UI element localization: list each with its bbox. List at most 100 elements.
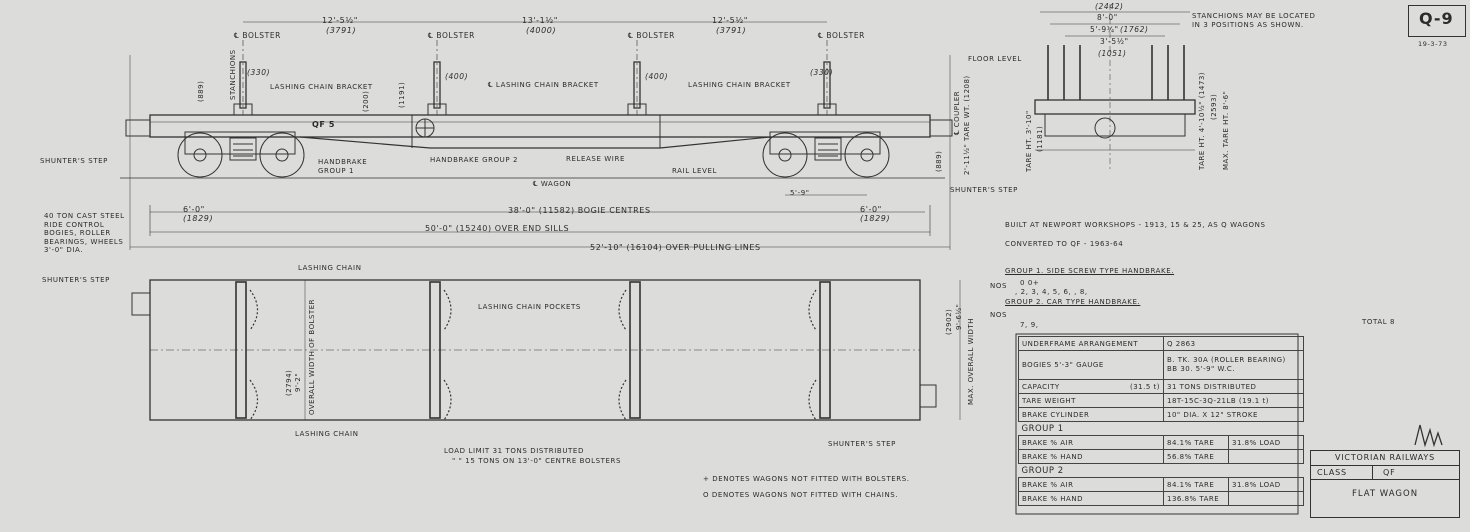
note-built: BUILT AT NEWPORT WORKSHOPS - 1913, 15 & … <box>1005 221 1266 229</box>
max-overall-width: MAX. OVERALL WIDTH <box>967 318 975 405</box>
capacity-label: CAPACITY(31.5 t) <box>1018 379 1164 394</box>
side-bolsters <box>233 40 837 116</box>
coupler-left <box>125 119 151 137</box>
brake-cylinder-label: BRAKE CYLINDER <box>1018 407 1164 422</box>
underframe-side <box>149 114 931 138</box>
note-nos-label-2: Nos <box>990 311 1007 319</box>
g2-air-label: BRAKE % AIR <box>1018 477 1164 492</box>
bolster-label-1: ℄ BOLSTER <box>234 31 281 40</box>
release-wire: RELEASE WIRE <box>566 155 625 163</box>
g2-air-tare: 84.1% TARE <box>1163 477 1229 492</box>
bogies-label: BOGIES 5'-3" GAUGE <box>1018 350 1164 380</box>
max-tare-ht: MAX. TARE HT. 8'-6" <box>1222 90 1230 170</box>
drawing-date: 19-3-73 <box>1418 40 1448 48</box>
note-group1-nos-a: 0 0+ <box>1020 279 1040 287</box>
end-tare-ht: TARE HT. 3'-10" <box>1025 110 1033 172</box>
capacity-metric: (31.5 t) <box>1129 382 1160 391</box>
lashing-chain-bracket-centre: ℄ LASHING CHAIN BRACKET <box>488 81 599 89</box>
bogies-value-1: B. TK. 30A (ROLLER BEARING) <box>1167 356 1286 364</box>
underframe-label: UNDERFRAME ARRANGEMENT <box>1018 336 1164 351</box>
max-width: 9'-6½" <box>955 303 963 330</box>
plan-step-right <box>919 384 937 408</box>
group1-heading: GROUP 1 <box>1018 421 1304 436</box>
tare-value: 18T-15C-3Q-21LB (19.1 t) <box>1163 393 1304 408</box>
note-nos-label-1: Nos <box>990 282 1007 290</box>
end-dim-8-0: 8'-0" <box>1097 13 1118 22</box>
g2-hand-tare: 136.8% TARE <box>1163 491 1229 506</box>
title-block: VICTORIAN RAILWAYS CLASS QF FLAT WAGON <box>1310 450 1460 518</box>
note-total: TOTAL 8 <box>1362 318 1396 326</box>
tare-metric: (19.1 t) <box>1238 396 1269 405</box>
legend-bolsters: + DENOTES WAGONS NOT FITTED WITH BOLSTER… <box>703 475 910 483</box>
dim-6-0-right: 6'-0" <box>860 205 882 214</box>
dimension-lines <box>130 21 950 248</box>
plan-chains <box>249 289 817 421</box>
bolster-label-3: ℄ BOLSTER <box>628 31 675 40</box>
end-dim-1762: (1762) <box>1120 25 1149 34</box>
shunters-step-plan-left: SHUNTER'S STEP <box>42 276 110 284</box>
lashing-chain-pockets: LASHING CHAIN POCKETS <box>478 303 581 311</box>
note-group2-nos: 7, 9, <box>1020 321 1039 329</box>
drawing-number-box <box>1408 5 1466 37</box>
overall-width-bolster: OVERALL WIDTH OF BOLSTER <box>308 299 316 415</box>
note-group1: GROUP 1. SIDE SCREW TYPE HANDBRAKE. <box>1005 267 1175 275</box>
max-width-met: (2902) <box>945 308 953 335</box>
side-bogies <box>177 131 890 178</box>
title-railway: VICTORIAN RAILWAYS <box>1311 451 1459 466</box>
bogies-value-2: BB 30. 5'-9" W.C. <box>1167 365 1235 373</box>
lashing-chain-top: LASHING CHAIN <box>298 264 362 272</box>
bolster-width-met: (2794) <box>285 369 293 396</box>
dim-1191: (1191) <box>398 81 406 108</box>
bolster-label-2: ℄ BOLSTER <box>428 31 475 40</box>
underframe-value: Q 2863 <box>1163 336 1304 351</box>
end-dim-3-5: 3'-5½" <box>1100 37 1129 46</box>
dim-330-left: (330) <box>247 68 271 77</box>
spacing-2-imp: 13'-1½" <box>522 16 558 25</box>
dim-400-a: (400) <box>445 72 469 81</box>
plan-bolsters <box>235 281 831 419</box>
handbrake-group2: HANDBRAKE GROUP 2 <box>430 156 519 164</box>
drawing-number: Q-9 <box>1419 9 1454 28</box>
lashing-chain-bottom: LASHING CHAIN <box>295 430 359 438</box>
class-mark: QF 5 <box>312 120 336 129</box>
shunters-step-side-left: SHUNTER'S STEP <box>40 157 108 165</box>
g1-hand-label: BRAKE % HAND <box>1018 449 1164 464</box>
lashing-chain-bracket-left: LASHING CHAIN BRACKET <box>270 83 373 91</box>
signature <box>1414 424 1443 448</box>
end-dim-5-9: 5'-9¼" <box>1090 25 1119 34</box>
spacing-3-met: (3791) <box>716 26 747 35</box>
fishbelly-sill <box>299 136 771 149</box>
tare-label: TARE WEIGHT <box>1018 393 1164 408</box>
spec-table: UNDERFRAME ARRANGEMENT Q 2863 BOGIES 5'-… <box>1018 336 1304 506</box>
end-dim-2442: (2442) <box>1095 2 1124 11</box>
tare-value-text: 18T-15C-3Q-21LB <box>1167 396 1237 405</box>
lashing-chain-bracket-right: LASHING CHAIN BRACKET <box>688 81 791 89</box>
capacity-value: 31 TONS DISTRIBUTED <box>1163 379 1304 394</box>
coupler-right <box>929 119 953 137</box>
shunters-step-side-right: SHUNTER'S STEP <box>950 186 1018 194</box>
load-limit-2: " " 15 TONS ON 13'-0" CENTRE BOLSTERS <box>452 457 622 465</box>
shunters-step-plan-right: SHUNTER'S STEP <box>828 440 896 448</box>
title-class-label: CLASS <box>1311 466 1373 480</box>
stanchions-label: STANCHIONS <box>229 49 237 100</box>
spacing-2-met: (4000) <box>526 26 557 35</box>
g2-hand-empty <box>1228 491 1304 506</box>
title-class-value: QF <box>1373 466 1459 480</box>
tare-wt-height: 2'-11½" TARE WT. (1208) <box>963 75 971 175</box>
floor-level: FLOOR LEVEL <box>968 55 1022 63</box>
end-dim-1051: (1051) <box>1098 49 1127 58</box>
dim-400-b: (400) <box>645 72 669 81</box>
end-tare-ht-right: TARE HT. 4'-10½" (1473) <box>1198 71 1206 170</box>
spacing-1-met: (3791) <box>326 26 357 35</box>
dim-889: (889) <box>935 150 943 172</box>
rail-level: RAIL LEVEL <box>672 167 717 175</box>
bogies-value: B. TK. 30A (ROLLER BEARING) BB 30. 5'-9"… <box>1163 350 1304 380</box>
g2-hand-label: BRAKE % HAND <box>1018 491 1164 506</box>
bolster-label-4: ℄ BOLSTER <box>818 31 865 40</box>
g2-air-load: 31.8% LOAD <box>1228 477 1304 492</box>
title-wagon-name: FLAT WAGON <box>1351 489 1419 499</box>
dim-200: (200) <box>362 90 370 112</box>
dim-1829-left: (1829) <box>183 214 214 223</box>
